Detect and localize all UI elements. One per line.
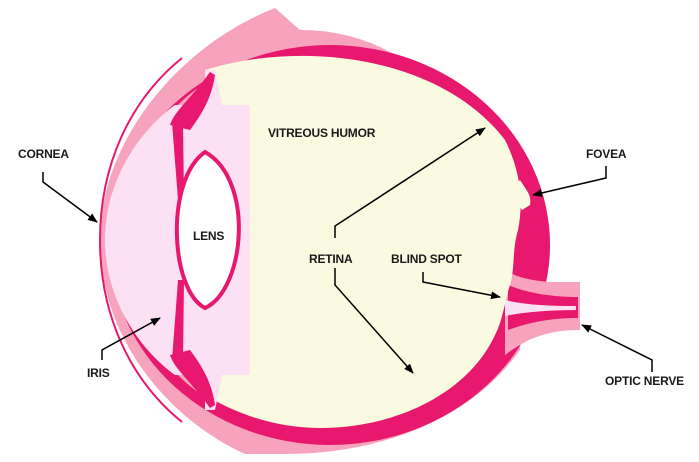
lens-label: LENS <box>193 229 224 243</box>
vitreous-humor-label: VITREOUS HUMOR <box>268 126 376 140</box>
fovea-label: FOVEA <box>586 147 627 161</box>
retina-label: RETINA <box>309 252 353 266</box>
cornea-arrow <box>43 172 97 222</box>
optic-nerve-label: OPTIC NERVE <box>605 374 684 388</box>
iris-label: IRIS <box>87 366 110 380</box>
blind-spot-label: BLIND SPOT <box>391 252 463 266</box>
optic-nerve-arrow <box>582 325 652 372</box>
cornea-label: CORNEA <box>18 147 69 161</box>
fovea-arrow <box>533 166 606 195</box>
